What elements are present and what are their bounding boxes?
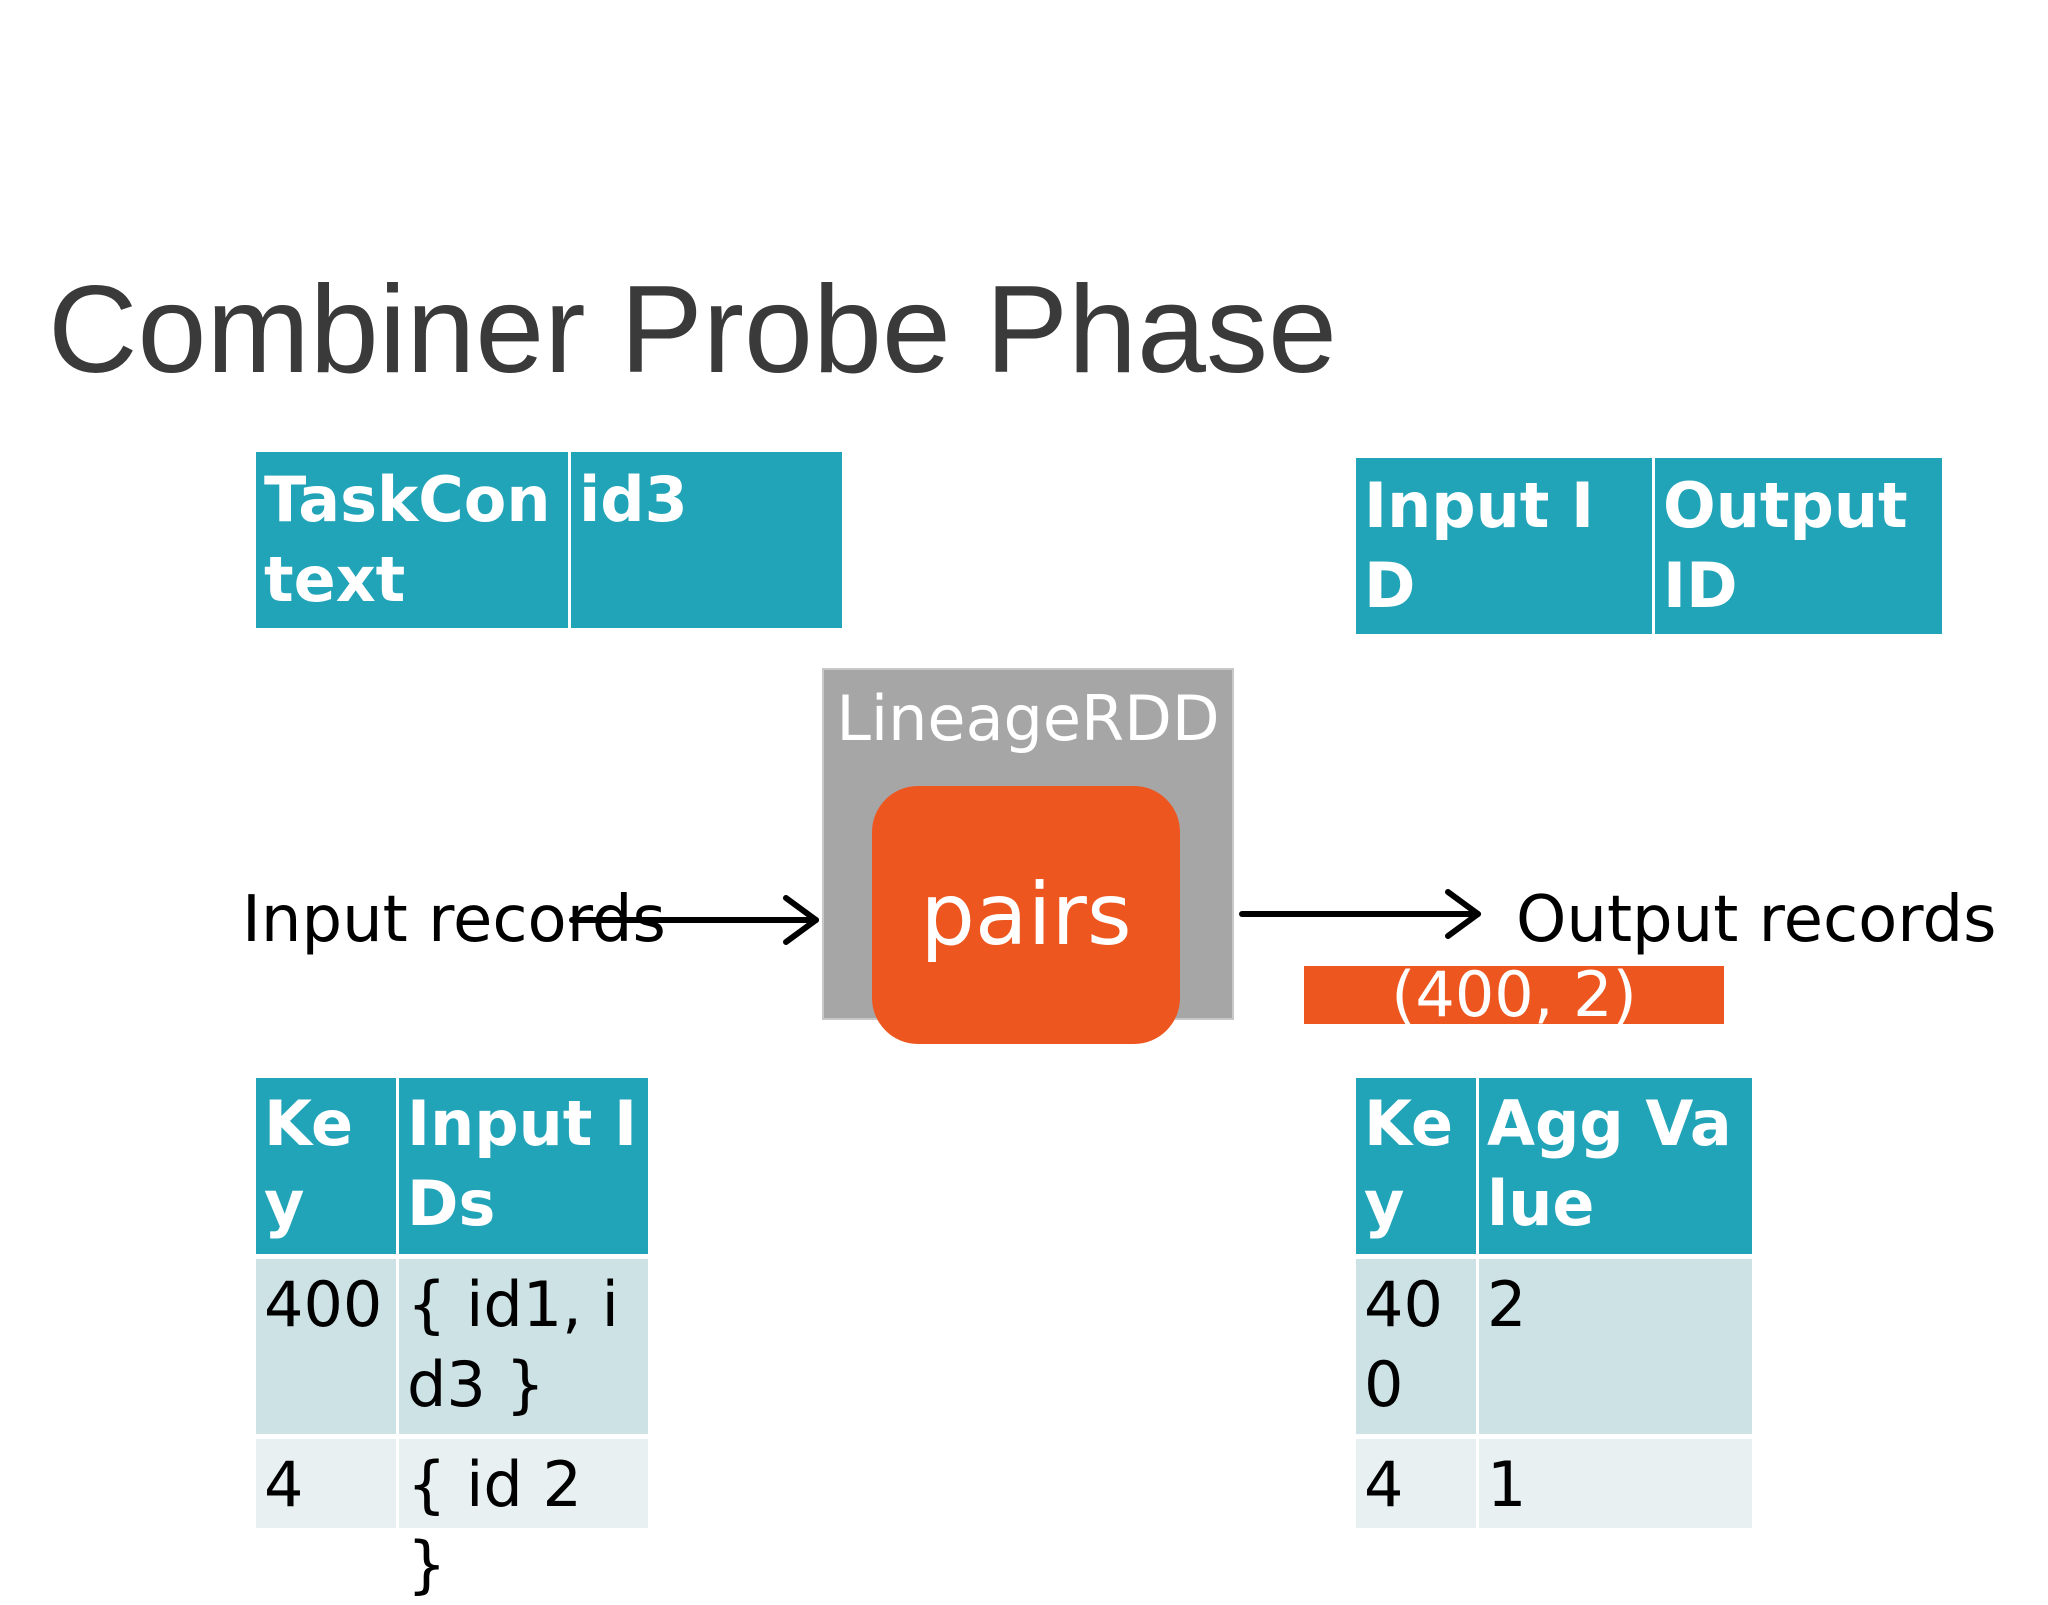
output-id-header: Output ID [1652,458,1942,634]
pairs-operator: pairs [872,786,1180,1044]
table-cell: 400 [1356,1254,1476,1434]
slide-title: Combiner Probe Phase [48,261,1337,399]
table-cell: 1 [1476,1434,1752,1528]
table-cell: 4 [256,1434,396,1528]
table-cell: 2 [1476,1254,1752,1434]
table-cell: 400 [256,1254,396,1434]
agg-value-header: Agg Value [1476,1078,1752,1254]
input-records-label: Input records [242,883,666,957]
pairs-label: pairs [920,865,1132,965]
key-agg-value-table: Key Agg Value 400 2 4 1 [1356,1078,1752,1528]
key-header: Key [256,1078,396,1254]
task-context-header: TaskContext [264,463,551,616]
io-id-table: Input ID Output ID [1356,458,1942,634]
key-input-ids-table: Key Input IDs 400 { id1, id3 } 4 { id 2 … [256,1078,648,1601]
task-id-cell: id3 [568,452,842,628]
task-context-table: TaskContext id3 [256,452,842,628]
table-cell: 4 [1356,1434,1476,1528]
key-header: Key [1356,1078,1476,1254]
table-cell: { id 2 } [396,1434,648,1601]
input-id-header: Input ID [1364,469,1595,622]
output-records-label: Output records [1516,883,1997,957]
output-arrow [1239,889,1481,939]
input-ids-header: Input IDs [396,1078,648,1254]
output-record-value: (400, 2) [1391,958,1637,1031]
lineage-rdd-label: LineageRDD [836,682,1220,755]
output-record-box: (400, 2) [1304,964,1724,1026]
table-cell: { id1, id3 } [396,1254,648,1434]
